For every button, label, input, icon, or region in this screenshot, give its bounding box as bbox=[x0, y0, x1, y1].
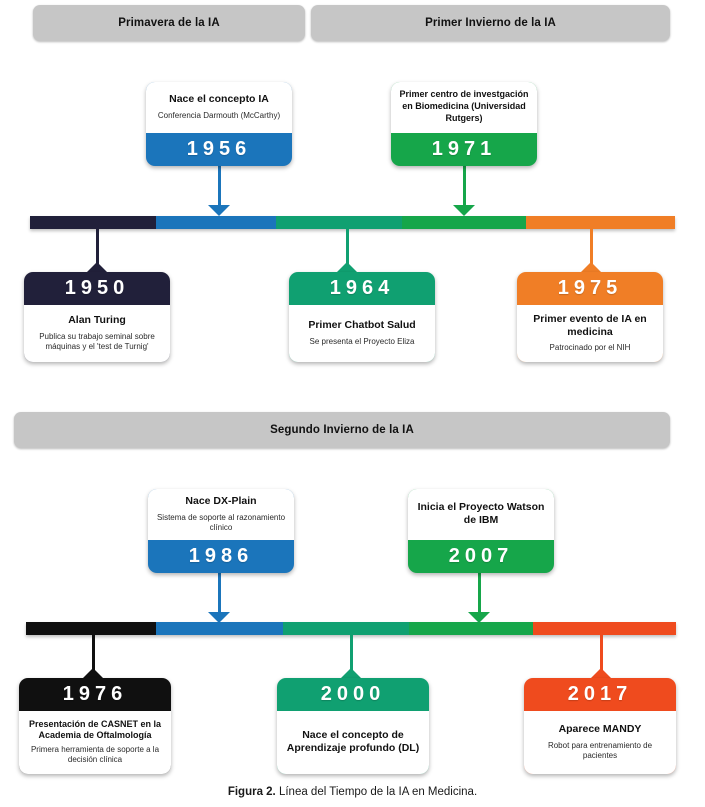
event-year: 1964 bbox=[329, 277, 395, 299]
event-title: Primer evento de IA en medicina bbox=[533, 312, 647, 338]
segment-blue bbox=[156, 216, 276, 229]
timeline-bar-two bbox=[26, 622, 676, 635]
arrow-1964 bbox=[336, 262, 358, 273]
stem-1986 bbox=[218, 572, 221, 614]
arrow-2007 bbox=[468, 612, 490, 623]
arrow-2017 bbox=[590, 668, 612, 679]
era-banner-label: Primer Invierno de la IA bbox=[425, 17, 556, 29]
stem-2000 bbox=[350, 634, 353, 678]
stem-1964 bbox=[346, 228, 349, 272]
stem-2007 bbox=[478, 572, 481, 614]
event-card-1986[interactable]: Nace DX-Plain Sistema de soporte al razo… bbox=[148, 489, 294, 573]
arrow-1976 bbox=[82, 668, 104, 679]
event-card-text: Aparece MANDY Robot para entrenamiento d… bbox=[524, 711, 676, 774]
event-card-1975[interactable]: 1975 Primer evento de IA en medicina Pat… bbox=[517, 272, 663, 362]
event-card-text: Alan Turing Publica su trabajo seminal s… bbox=[24, 305, 170, 362]
event-card-1956[interactable]: Nace el concepto IA Conferencia Darmouth… bbox=[146, 82, 292, 166]
event-year: 1976 bbox=[62, 683, 128, 705]
segment-navy bbox=[30, 216, 156, 229]
event-year: 1986 bbox=[188, 545, 254, 567]
segment-orange bbox=[526, 216, 675, 229]
event-subtitle: Primera herramienta de soporte a la deci… bbox=[30, 744, 160, 764]
era-banner-primer-invierno: Primer Invierno de la IA bbox=[311, 5, 670, 41]
segment-teal bbox=[283, 622, 409, 635]
event-card-text: Nace DX-Plain Sistema de soporte al razo… bbox=[148, 489, 294, 540]
event-year: 1971 bbox=[431, 138, 497, 160]
event-year: 1956 bbox=[186, 138, 252, 160]
event-card-text: Nace el concepto de Aprendizaje profundo… bbox=[277, 711, 429, 774]
segment-black bbox=[26, 622, 156, 635]
event-year: 2007 bbox=[448, 545, 514, 567]
event-title: Nace el concepto de Aprendizaje profundo… bbox=[286, 729, 420, 754]
event-year: 1950 bbox=[64, 277, 130, 299]
segment-green bbox=[402, 216, 526, 229]
event-card-text: Inicia el Proyecto Watson de IBM bbox=[408, 489, 554, 540]
segment-green bbox=[409, 622, 533, 635]
event-subtitle: Se presenta el Proyecto Eliza bbox=[309, 336, 415, 346]
event-card-2017[interactable]: 2017 Aparece MANDY Robot para entrenamie… bbox=[524, 678, 676, 774]
figure-caption: Figura 2. Línea del Tiempo de la IA en M… bbox=[0, 786, 705, 798]
event-card-2000[interactable]: 2000 Nace el concepto de Aprendizaje pro… bbox=[277, 678, 429, 774]
event-subtitle: Robot para entrenamiento de pacientes bbox=[547, 740, 653, 760]
arrow-2000 bbox=[340, 668, 362, 679]
arrow-1950 bbox=[86, 262, 108, 273]
era-banner-segundo-invierno: Segundo Invierno de la IA bbox=[14, 412, 670, 448]
timeline-bar-one bbox=[30, 216, 675, 229]
event-card-1964[interactable]: 1964 Primer Chatbot Salud Se presenta el… bbox=[289, 272, 435, 362]
event-card-1971[interactable]: Primer centro de investgación en Biomedi… bbox=[391, 82, 537, 166]
segment-red-orange bbox=[533, 622, 676, 635]
stem-2017 bbox=[600, 634, 603, 678]
event-card-1976[interactable]: 1976 Presentación de CASNET en la Academ… bbox=[19, 678, 171, 774]
event-title: Alan Turing bbox=[68, 314, 126, 327]
era-banner-primavera: Primavera de la IA bbox=[33, 5, 305, 41]
event-title: Aparece MANDY bbox=[558, 723, 642, 736]
arrow-1956 bbox=[208, 205, 230, 216]
stem-1950 bbox=[96, 228, 99, 272]
event-card-text: Primer evento de IA en medicina Patrocin… bbox=[517, 305, 663, 362]
arrow-1975 bbox=[580, 262, 602, 273]
stem-1956 bbox=[218, 165, 221, 207]
figure-caption-text: Línea del Tiempo de la IA en Medicina. bbox=[275, 786, 478, 798]
event-year: 2000 bbox=[320, 683, 386, 705]
event-subtitle: Conferencia Darmouth (McCarthy) bbox=[157, 110, 281, 120]
event-subtitle: Patrocinado por el NIH bbox=[549, 343, 631, 353]
event-subtitle: Sistema de soporte al razonamiento clíni… bbox=[156, 512, 286, 532]
figure-caption-label: Figura 2. bbox=[227, 786, 276, 798]
event-card-text: Nace el concepto IA Conferencia Darmouth… bbox=[146, 82, 292, 133]
event-title: Primer centro de investgación en Biomedi… bbox=[399, 89, 529, 123]
era-banner-label: Primavera de la IA bbox=[118, 17, 220, 29]
arrow-1986 bbox=[208, 612, 230, 623]
event-subtitle: Publica su trabajo seminal sobre máquina… bbox=[39, 331, 155, 351]
event-title: Nace el concepto IA bbox=[169, 93, 269, 106]
event-title: Primer Chatbot Salud bbox=[308, 319, 416, 332]
event-title: Inicia el Proyecto Watson de IBM bbox=[417, 501, 545, 526]
segment-blue bbox=[156, 622, 283, 635]
event-year: 1975 bbox=[557, 277, 623, 299]
stem-1976 bbox=[92, 634, 95, 678]
event-card-2007[interactable]: Inicia el Proyecto Watson de IBM 2007 bbox=[408, 489, 554, 573]
event-card-1950[interactable]: 1950 Alan Turing Publica su trabajo semi… bbox=[24, 272, 170, 362]
arrow-1971 bbox=[453, 205, 475, 216]
event-title: Presentación de CASNET en la Academia de… bbox=[28, 719, 162, 740]
event-card-text: Primer Chatbot Salud Se presenta el Proy… bbox=[289, 305, 435, 362]
event-card-text: Primer centro de investgación en Biomedi… bbox=[391, 82, 537, 133]
stem-1971 bbox=[463, 165, 466, 207]
event-card-text: Presentación de CASNET en la Academia de… bbox=[19, 711, 171, 774]
stem-1975 bbox=[590, 228, 593, 272]
event-title: Nace DX-Plain bbox=[185, 495, 257, 508]
event-year: 2017 bbox=[567, 683, 633, 705]
era-banner-label: Segundo Invierno de la IA bbox=[270, 424, 414, 436]
segment-teal bbox=[276, 216, 402, 229]
